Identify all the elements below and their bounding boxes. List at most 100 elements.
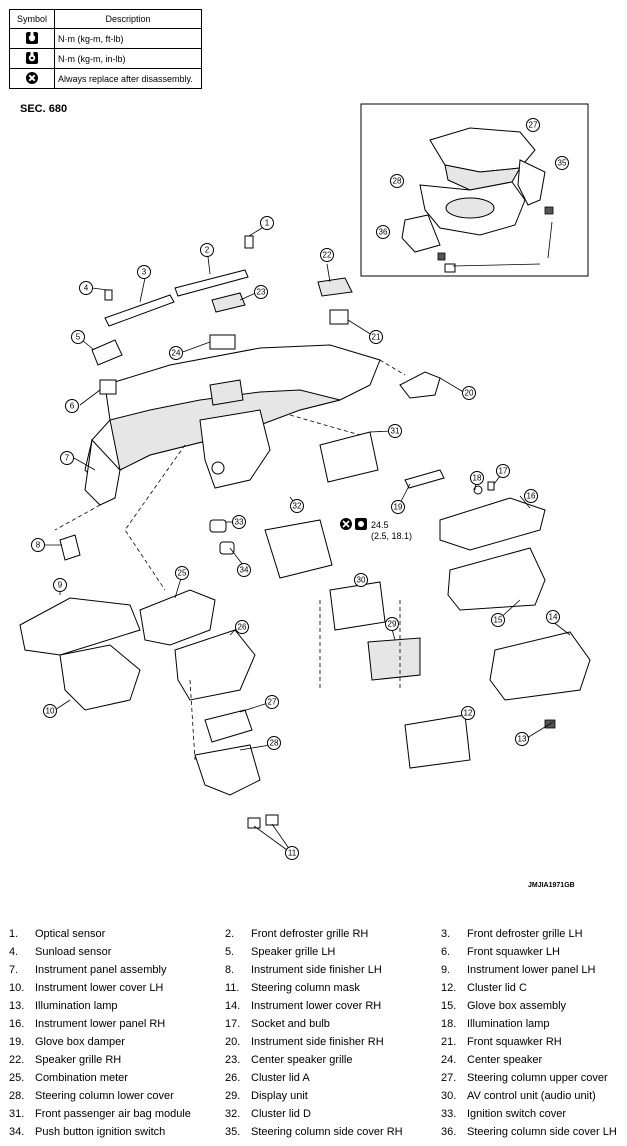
part-name: Steering column side cover LH: [467, 1126, 617, 1138]
instrument-lower-cover-lh: [59, 644, 141, 711]
part-number: 35.: [225, 1126, 241, 1138]
symbol-legend-table: Symbol Description N·m (kg-m, ft-lb) N·m…: [9, 9, 202, 89]
callout-number: 24: [172, 349, 181, 358]
parts-list-item: 31.Front passenger air bag module: [9, 1105, 199, 1123]
part-name: Steering column lower cover: [35, 1090, 174, 1102]
callout-number: 4: [84, 284, 89, 293]
callout-12: 12: [461, 706, 475, 720]
callout-3: 3: [137, 265, 151, 279]
screw-icon: [544, 206, 554, 215]
parts-list-item: 25.Combination meter: [9, 1069, 199, 1087]
callout-number: 27: [268, 698, 277, 707]
part-number: 31.: [9, 1108, 25, 1120]
part-number: 24.: [441, 1054, 457, 1066]
part-number: 32.: [225, 1108, 241, 1120]
parts-list-item: 22. Speaker grille RH: [9, 1051, 199, 1069]
part-name: Instrument side finisher LH: [251, 964, 382, 976]
part-number: 20.: [225, 1036, 241, 1048]
part-name: Instrument lower panel LH: [467, 964, 596, 976]
part-number: 27.: [441, 1072, 457, 1084]
callout-number: 1: [265, 219, 270, 228]
part-name: Speaker grille LH: [251, 946, 336, 958]
part-number: 22.: [9, 1054, 25, 1066]
parts-list-item: 17. Socket and bulb: [225, 1015, 415, 1033]
callout-number: 9: [58, 581, 63, 590]
cluster-lid-c: [404, 714, 471, 769]
cluster-lid-d: [264, 519, 333, 579]
part-name: Glove box damper: [35, 1036, 125, 1048]
part-name: Center speaker: [467, 1054, 543, 1066]
part-name: Front defroster grille RH: [251, 928, 369, 940]
callout-number: 26: [238, 623, 247, 632]
callout-23: 23: [254, 285, 268, 299]
ignition-switch-cover: [209, 519, 227, 533]
callout-number: 29: [388, 620, 397, 629]
steering-column-inset-frame: [360, 103, 589, 277]
parts-list-item: 5.Speaker grille LH: [225, 943, 415, 961]
callout-number: 19: [394, 503, 403, 512]
part-name: Cluster lid D: [251, 1108, 311, 1120]
part-number: 36.: [441, 1126, 457, 1138]
glove-box-damper: [404, 469, 445, 489]
parts-list-item: 4.Sunload sensor: [9, 943, 199, 961]
parts-list-item: 7.Instrument panel assembly: [9, 961, 199, 979]
center-speaker: [209, 334, 236, 350]
part-number: 6.: [441, 946, 451, 958]
steering-column-lower-cover: [194, 744, 261, 796]
part-number: 11.: [225, 982, 240, 994]
callout-35: 35: [555, 156, 569, 170]
legend-header-row: Symbol Description: [9, 9, 202, 29]
part-name: Cluster lid A: [251, 1072, 310, 1084]
callout-number: 27: [529, 121, 538, 130]
front-passenger-air-bag-module: [319, 431, 379, 483]
part-number: 30.: [441, 1090, 457, 1102]
callout-number: 3: [142, 268, 147, 277]
parts-list-item: 36. Steering column side cover LH: [441, 1123, 627, 1141]
part-name: Center speaker grille: [251, 1054, 353, 1066]
parts-list-item: 8.Instrument side finisher LH: [225, 961, 415, 979]
parts-list-item: 14.Instrument lower cover RH: [225, 997, 415, 1015]
torque-detail: (2.5, 18.1): [371, 531, 413, 541]
callout-number: 8: [36, 541, 41, 550]
torque-nm-ftlb-icon: [355, 518, 367, 530]
part-name: AV control unit (audio unit): [467, 1090, 596, 1102]
parts-list-item: 32. Cluster lid D: [225, 1105, 415, 1123]
front-defroster-grille-rh: [174, 269, 249, 297]
callout-16: 16: [524, 489, 538, 503]
socket-and-bulb: [487, 481, 495, 491]
callout-8: 8: [31, 538, 45, 552]
parts-list-item: 1.Optical sensor: [9, 925, 199, 943]
callout-1: 1: [260, 216, 274, 230]
parts-list-item: 30. AV control unit (audio unit): [441, 1087, 627, 1105]
callout-number: 14: [549, 613, 558, 622]
optical-sensor: [244, 235, 254, 249]
part-name: Steering column mask: [251, 982, 360, 994]
combination-meter: [139, 589, 216, 646]
steering-column-side-cover-rh-inset: [517, 159, 546, 206]
steering-column-upper-cover: [204, 709, 253, 743]
callout-32: 32: [290, 499, 304, 513]
callout-18: 18: [470, 471, 484, 485]
part-name: Socket and bulb: [251, 1018, 330, 1030]
parts-list-item: 12.Cluster lid C: [441, 979, 627, 997]
torque-spec: 24.5 (2.5, 18.1): [371, 520, 412, 542]
sunload-sensor: [104, 289, 113, 301]
front-squawker-rh: [329, 309, 349, 325]
parts-list-item: 11. Steering column mask: [225, 979, 415, 997]
parts-list-item: 28.Steering column lower cover: [9, 1087, 199, 1105]
instrument-lower-cover-rh: [489, 631, 591, 701]
part-name: Speaker grille RH: [35, 1054, 122, 1066]
part-name: Instrument lower cover LH: [35, 982, 164, 994]
callout-33: 33: [232, 515, 246, 529]
instrument-side-finisher-rh: [399, 371, 441, 399]
callout-25: 25: [175, 566, 189, 580]
part-number: 17.: [225, 1018, 241, 1030]
parts-list-item: 23.Center speaker grille: [225, 1051, 415, 1069]
speaker-grille-rh: [317, 277, 353, 297]
parts-list-item: 18.Illumination lamp: [441, 1015, 627, 1033]
push-button-ignition-switch: [219, 541, 235, 555]
display-unit: [367, 637, 421, 681]
part-name: Ignition switch cover: [467, 1108, 567, 1120]
callout-14: 14: [546, 610, 560, 624]
callout-number: 6: [70, 402, 75, 411]
